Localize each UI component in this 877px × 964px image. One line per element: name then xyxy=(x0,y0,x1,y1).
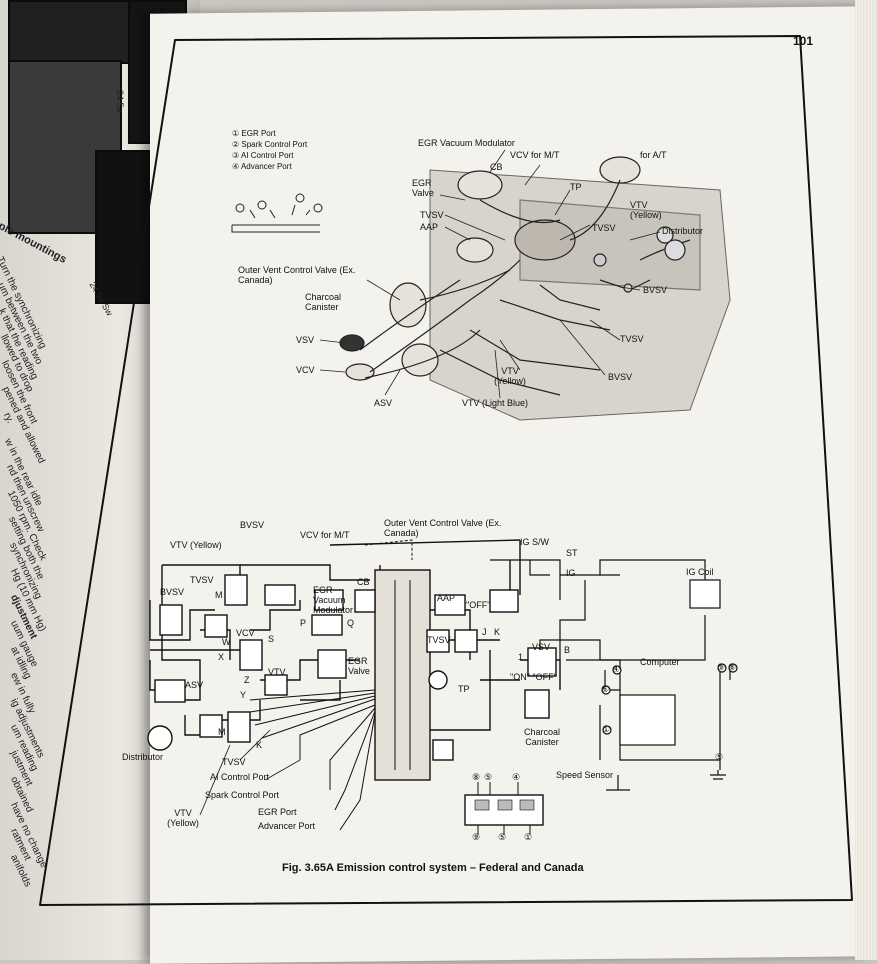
pin-9: ⑨ xyxy=(472,832,481,842)
pin-4: ④ xyxy=(512,772,521,782)
sch-label-outer-vent: Outer Vent Control Valve (Ex. Canada) xyxy=(384,518,502,538)
label-distributor-top: Distributor xyxy=(662,226,704,236)
sch-label-x: X xyxy=(218,652,225,662)
clamp-label: clamp xyxy=(18,8,50,20)
sch-label-asv: ASV xyxy=(185,680,204,690)
sch-label-distributor: Distributor xyxy=(122,752,164,762)
sch-label-q: Q xyxy=(347,618,355,628)
computer-pin-8: ⑧ xyxy=(728,662,737,672)
left-photo-top xyxy=(8,0,140,64)
figure-caption: Fig. 3.65A Emission control system – Fed… xyxy=(282,862,584,874)
computer-pin-5: ⑤ xyxy=(715,752,724,762)
sch-label-cb: CB xyxy=(357,577,370,587)
sch-label-m: M xyxy=(215,590,223,600)
sch-label-vsv: VSV xyxy=(532,642,551,652)
sch-label-k2: K xyxy=(256,740,263,750)
port-mini-diagram xyxy=(231,193,323,233)
sch-label-tp: TP xyxy=(458,684,470,694)
sch-label-tvsv-bottom: TVSV xyxy=(222,757,246,767)
sch-label-ig-sw: IG S/W xyxy=(520,537,549,547)
label-aap: AAP xyxy=(420,222,439,232)
legend-item: ③ AI Control Port xyxy=(232,151,294,160)
label-egr-vacuum-modulator: EGR Vacuum Modulator xyxy=(418,138,515,148)
legend-item: ① EGR Port xyxy=(232,129,276,138)
sch-label-spark-control-port: Spark Control Port xyxy=(205,790,280,800)
sch-label-egr-vacuum-modulator: EGR Vacuum Modulator xyxy=(313,585,354,615)
label-vcv-mt: VCV for M/T xyxy=(510,150,560,160)
sch-label-tvsv-left: TVSV xyxy=(190,575,214,585)
engine-diagram xyxy=(319,149,731,421)
label-vtv-yellow-right: VTV (Yellow) xyxy=(630,200,662,220)
sch-label-vtv-yellow: VTV (Yellow) xyxy=(170,540,222,550)
sch-label-egr-port: EGR Port xyxy=(258,807,297,817)
computer-pin-9: ⑨ xyxy=(717,662,726,672)
sch-label-on-off: "ON" "OFF" xyxy=(510,672,557,682)
sch-label-ai-control-port: AI Control Port xyxy=(210,772,270,782)
label-for-at: for A/T xyxy=(640,150,667,160)
pin-5b: ⑤ xyxy=(498,832,507,842)
label-egr-valve: EGR Valve xyxy=(412,178,434,198)
sch-label-w: W xyxy=(222,637,231,647)
sch-label-aap: AAP xyxy=(437,593,456,603)
sch-label-p: P xyxy=(300,618,307,628)
sch-label-ig: IG xyxy=(566,568,576,578)
label-cb: CB xyxy=(490,162,503,172)
label-vtv-light-blue: VTV (Light Blue) xyxy=(462,398,529,408)
sch-label-bvsv-top: BVSV xyxy=(240,520,265,530)
sch-label-vcv: VCV xyxy=(236,628,255,638)
sch-label-vcv-mt: VCV for M/T xyxy=(300,530,350,540)
port-legend: ① EGR Port ② Spark Control Port ③ AI Con… xyxy=(232,128,307,172)
pin-1: ① xyxy=(524,832,533,842)
sch-label-m2: M xyxy=(218,727,226,737)
computer-pin-1: ① xyxy=(602,724,611,734)
sch-label-vtv: VTV xyxy=(268,667,286,677)
label-outer-vent-top: Outer Vent Control Valve (Ex. Canada) xyxy=(238,265,356,285)
sch-label-b: B xyxy=(564,645,571,655)
schematic xyxy=(147,539,738,835)
left-photo-side-2 xyxy=(95,150,159,304)
figure-frame xyxy=(39,35,853,906)
computer-pin-6: ⑥ xyxy=(601,684,610,694)
computer-pin-4: ④ xyxy=(612,664,621,674)
label-bvsv-1: BVSV xyxy=(643,285,668,295)
sch-label-k: K xyxy=(494,627,501,637)
label-bvsv-2: BVSV xyxy=(608,372,633,382)
pin-5: ⑤ xyxy=(484,772,493,782)
sch-label-s: S xyxy=(268,634,275,644)
label-vcv-top: VCV xyxy=(296,365,315,375)
sch-label-st: ST xyxy=(566,548,578,558)
label-asv-top: ASV xyxy=(374,398,393,408)
page-number: 101 xyxy=(792,34,813,48)
sch-label-computer: Computer xyxy=(640,657,680,667)
sch-label-one: 1 xyxy=(518,652,524,662)
label-charcoal-canister-top: Charcoal Canister xyxy=(305,292,342,312)
sch-label-z: Z xyxy=(244,675,250,685)
label-vsv-top: VSV xyxy=(296,335,315,345)
page-edge xyxy=(855,0,877,960)
label-vtv-yellow-top: VTV (Yellow) xyxy=(494,366,526,386)
pin-8: ⑧ xyxy=(472,772,481,782)
label-tvsv-2: TVSV xyxy=(592,223,616,233)
label-tp: TP xyxy=(570,182,582,192)
sch-label-j: J xyxy=(482,627,487,637)
sch-label-bvsv-left: BVSV xyxy=(160,587,185,597)
sch-label-y: Y xyxy=(240,690,247,700)
sch-label-speed-sensor: Speed Sensor xyxy=(556,770,614,780)
sch-label-advancer-port: Advancer Port xyxy=(258,821,316,831)
sch-label-ig-coil: IG Coil xyxy=(686,567,714,577)
sch-label-egr-valve: EGR Valve xyxy=(348,656,370,676)
legend-item: ④ Advancer Port xyxy=(232,162,292,171)
sch-label-charcoal-canister: Charcoal Canister xyxy=(523,727,561,747)
label-tvsv-3: TVSV xyxy=(620,334,644,344)
legend-item: ② Spark Control Port xyxy=(232,140,308,149)
sch-label-vtv-yellow-bottom: VTV (Yellow) xyxy=(167,808,199,828)
label-tvsv-1: TVSV xyxy=(420,210,444,220)
sch-label-off-1: "OFF" xyxy=(466,600,491,610)
sch-label-tvsv-mid: TVSV xyxy=(427,635,451,645)
